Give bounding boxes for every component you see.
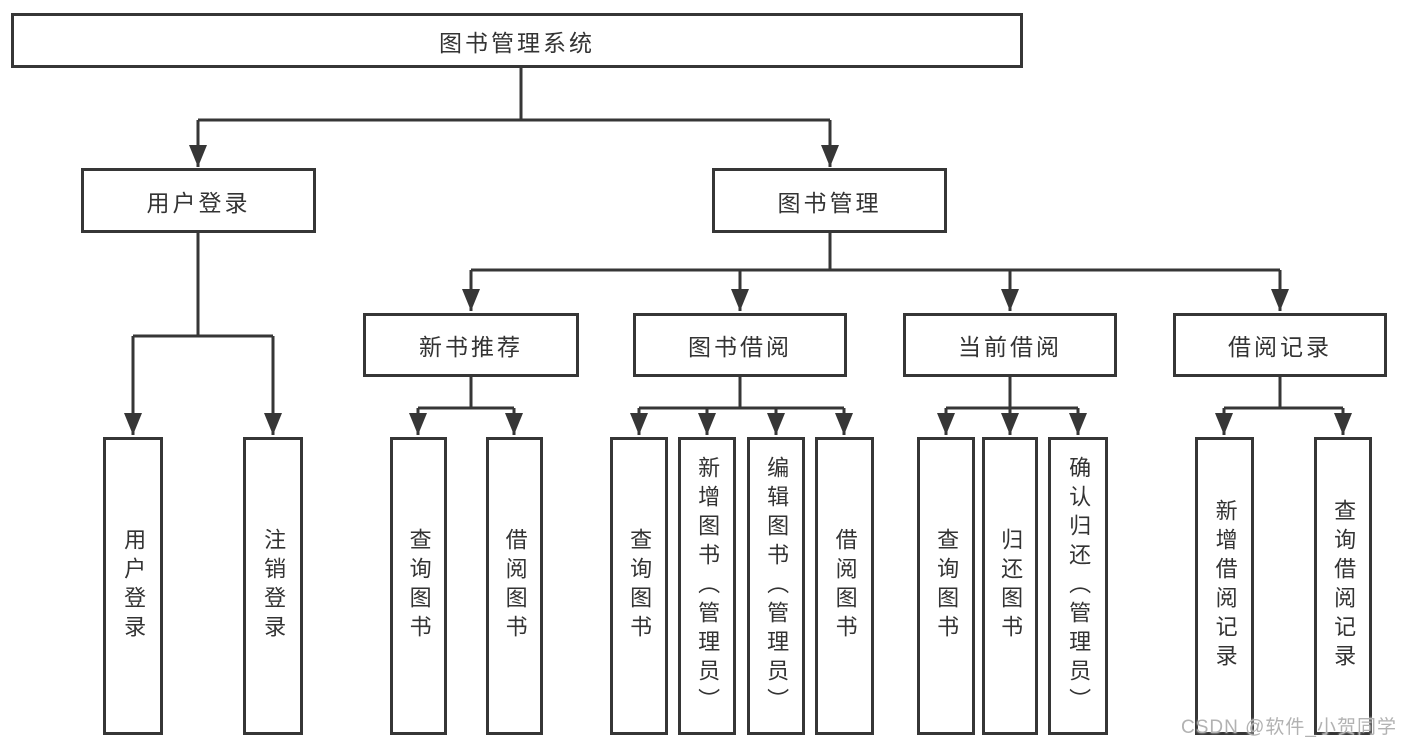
leaf-edit-book-admin: 编辑图书（管理员） [747,437,805,735]
node-book-management: 图书管理 [712,168,947,233]
connector-book-borrowing-to-leaves [630,377,853,435]
csdn-watermark: CSDN @软件_小贺同学 [1181,717,1397,738]
connector-book-management-to-level3 [462,233,1289,311]
connector-current-borrowing-to-leaves [937,377,1087,435]
leaf-query-borrow-record: 查询借阅记录 [1314,437,1372,735]
leaf-return-book: 归还图书 [982,437,1038,735]
leaf-borrow-books-recommend: 借阅图书 [486,437,543,735]
node-library-management-system: 图书管理系统 [11,13,1023,68]
node-new-book-recommend: 新书推荐 [363,313,579,377]
leaf-query-books-borrowing: 查询图书 [610,437,668,735]
node-user-login: 用户登录 [81,168,316,233]
connector-new-book-recommend-to-leaves [409,377,523,435]
node-book-borrowing: 图书借阅 [633,313,847,377]
leaf-query-books-current: 查询图书 [917,437,975,735]
leaf-borrow-books-borrowing: 借阅图书 [815,437,874,735]
leaf-add-book-admin: 新增图书（管理员） [678,437,736,735]
node-borrowing-records: 借阅记录 [1173,313,1387,377]
connector-borrowing-records-to-leaves [1215,377,1352,435]
leaf-logout: 注销登录 [243,437,303,735]
leaf-query-books-recommend: 查询图书 [390,437,447,735]
connector-user-login-to-leaves [124,232,282,435]
leaf-add-borrow-record: 新增借阅记录 [1195,437,1254,735]
leaf-confirm-return-admin: 确认归还（管理员） [1048,437,1108,735]
node-current-borrowing: 当前借阅 [903,313,1117,377]
leaf-user-login: 用户登录 [103,437,163,735]
connector-root-to-level2 [189,67,839,167]
